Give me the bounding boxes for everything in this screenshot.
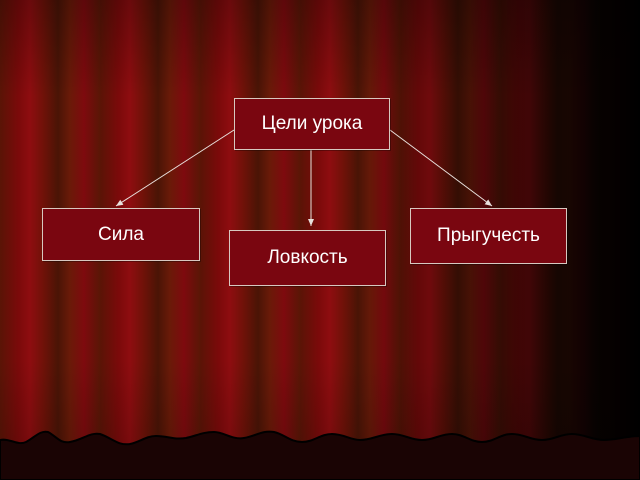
arrow-to-strength [115,129,235,207]
arrow-to-jumping [389,129,493,207]
agility-box: Ловкость [229,230,386,286]
lesson-goals-label: Цели урока [261,113,363,134]
agility-label: Ловкость [267,247,348,268]
jumping-label: Прыгучесть [437,225,540,246]
strength-box: Сила [42,208,200,261]
strength-label: Сила [98,223,144,245]
jumping-box: Прыгучесть [410,208,567,264]
curtain-hem [0,430,640,480]
lesson-goals-box: Цели урока [234,98,390,150]
